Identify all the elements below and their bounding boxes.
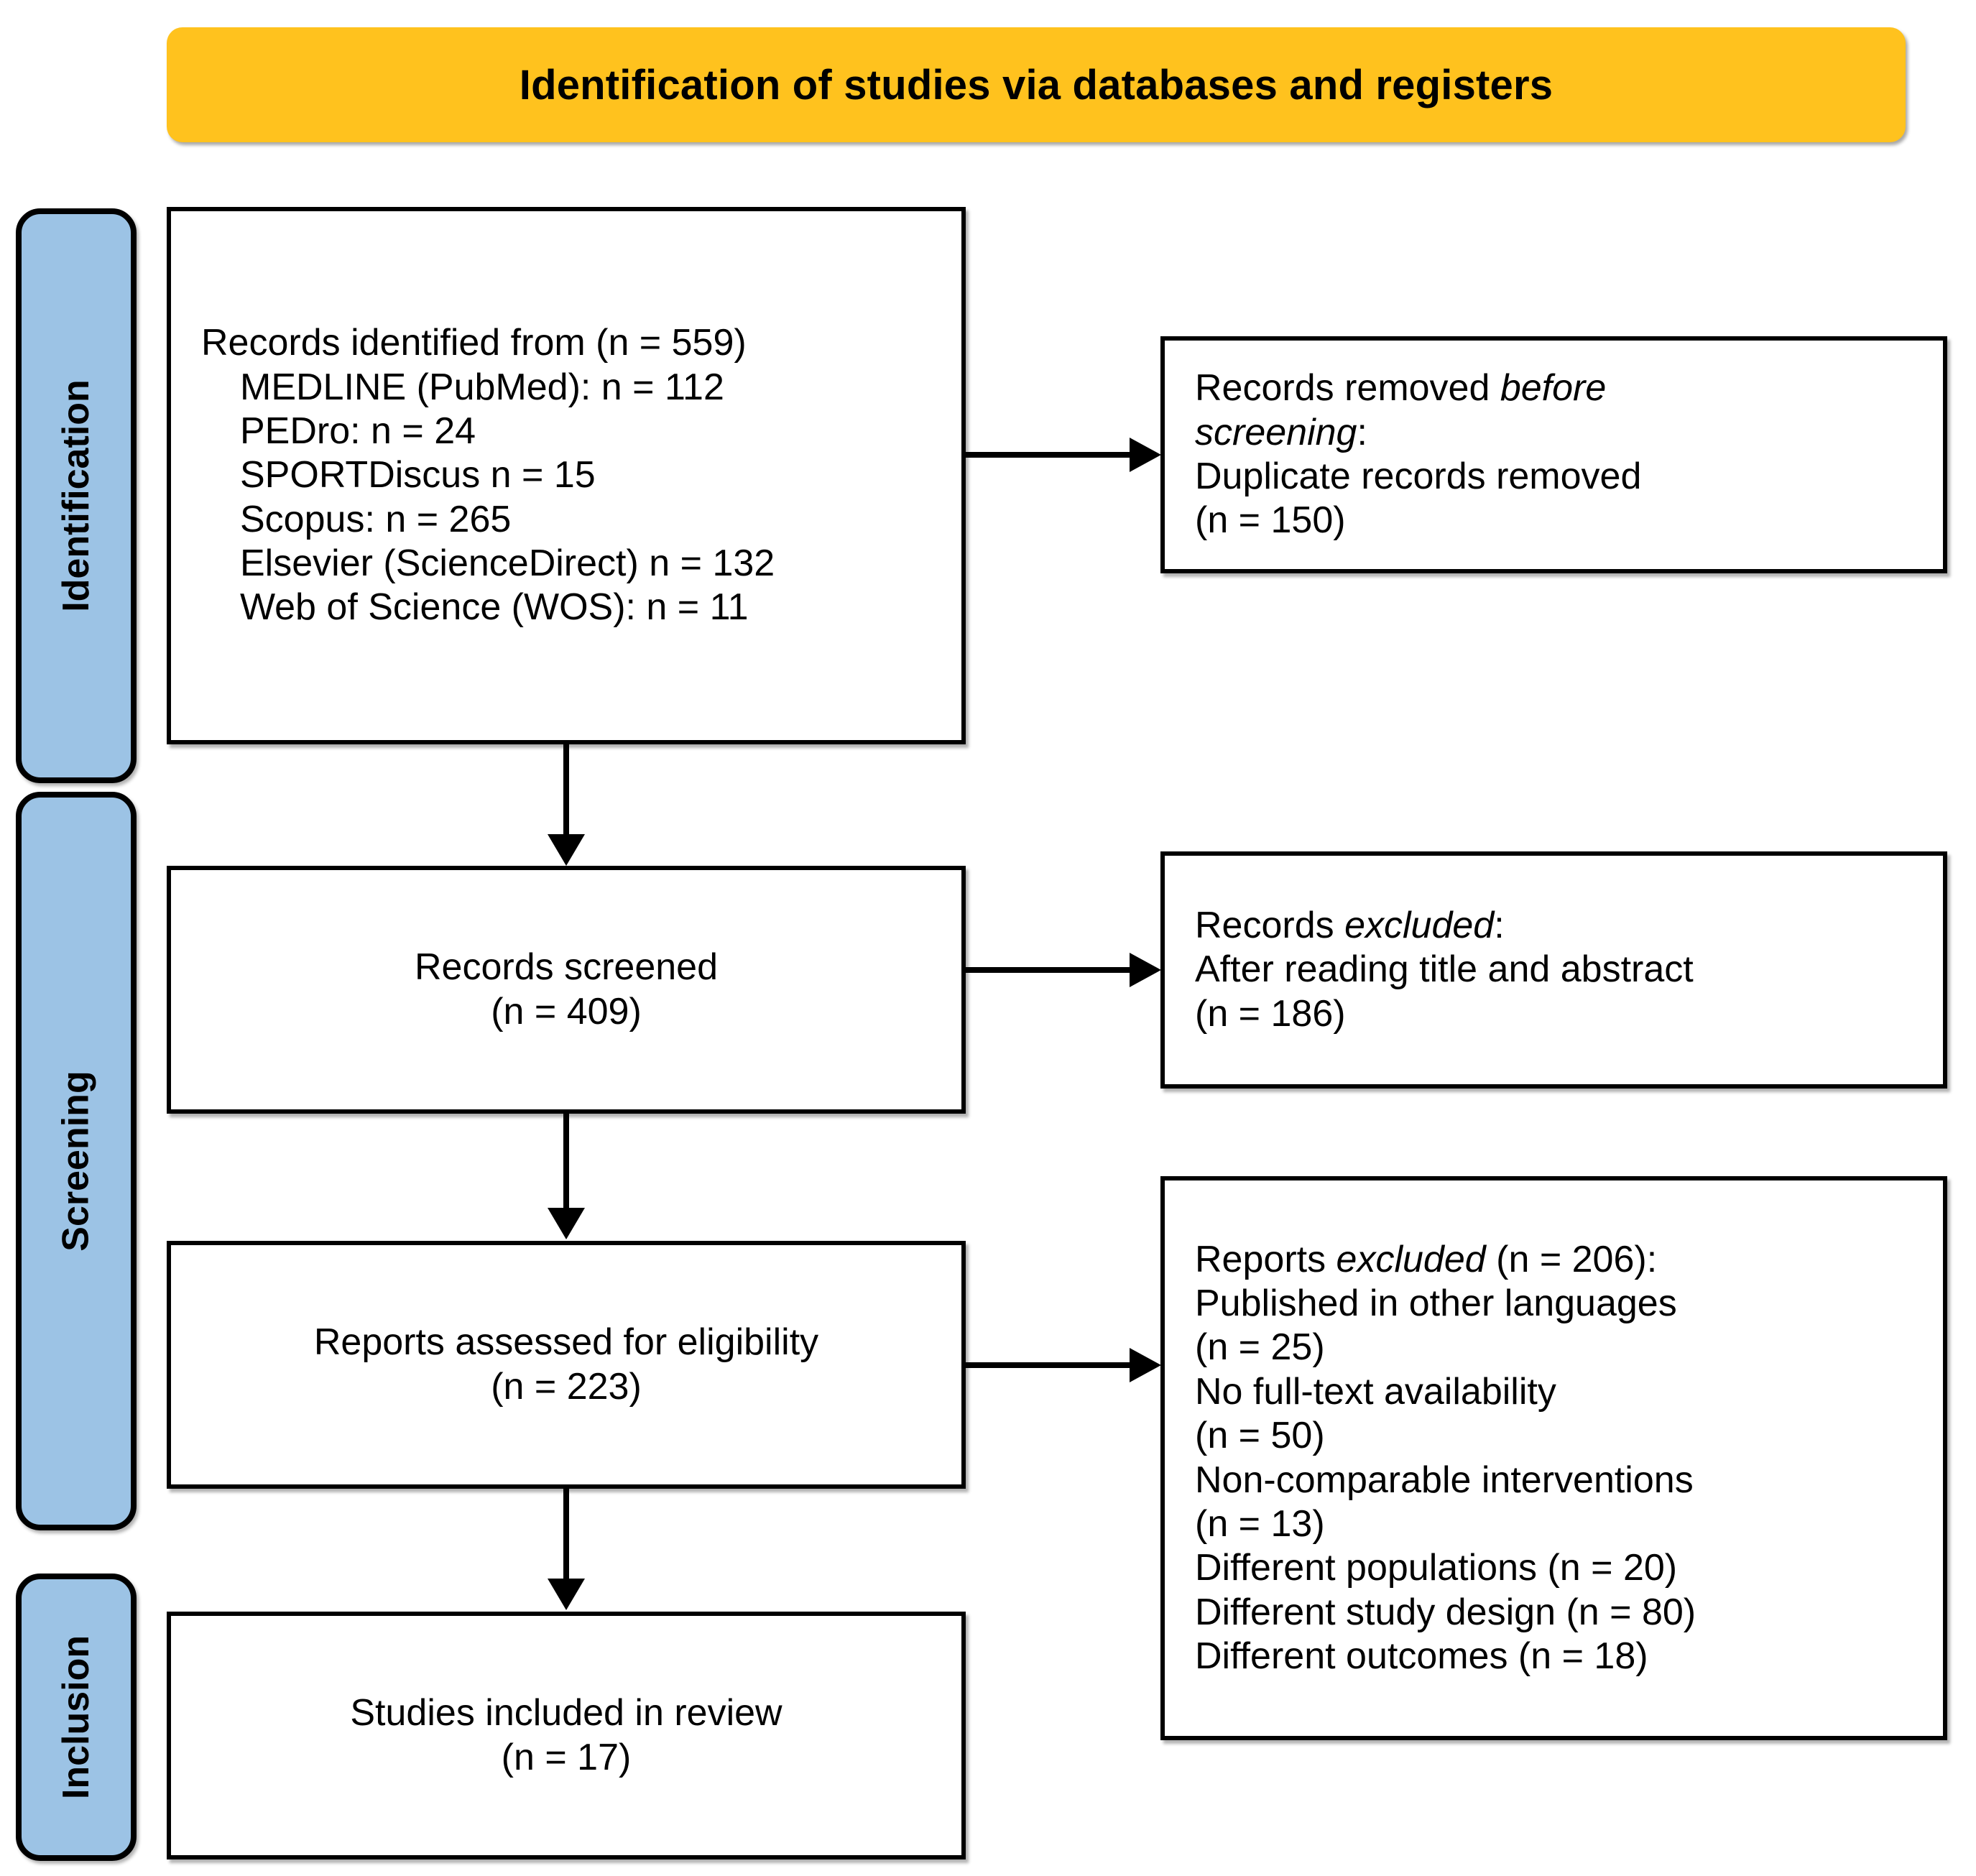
source-sportdiscus: SPORTDiscus n = 15 xyxy=(240,454,596,496)
source-medline: MEDLINE (PubMed): n = 112 xyxy=(240,366,724,408)
stage-label-text: Inclusion xyxy=(55,1635,97,1800)
diagram-header-banner: Identification of studies via databases … xyxy=(167,27,1906,142)
stage-label-inclusion: Inclusion xyxy=(16,1574,137,1861)
reason-study-design: Different study design (n = 80) xyxy=(1195,1591,1696,1633)
connector-eligibility-to-reports-excluded xyxy=(966,1362,1132,1368)
records-screened-label: Records screened xyxy=(415,946,718,989)
records-screened-count: (n = 409) xyxy=(491,990,642,1032)
arrow-right-icon xyxy=(1130,953,1161,987)
arrow-down-icon xyxy=(548,1579,585,1610)
records-identified-heading: Records identified from (n = 559) xyxy=(201,322,747,364)
connector-screened-to-records-excluded xyxy=(966,967,1132,973)
connector-screened-to-eligibility xyxy=(563,1114,569,1209)
arrow-right-icon xyxy=(1130,1348,1161,1382)
records-removed-line1: Records removed before xyxy=(1195,366,1606,410)
box-records-screened: Records screened (n = 409) xyxy=(167,866,966,1114)
records-removed-colon: : xyxy=(1357,411,1367,453)
stage-label-text: Identification xyxy=(55,379,97,612)
records-removed-line2: screening: xyxy=(1195,411,1367,455)
reports-excluded-emphasis: excluded xyxy=(1336,1238,1486,1280)
reason-interventions-count: (n = 13) xyxy=(1195,1502,1325,1545)
records-excluded-colon: : xyxy=(1494,904,1505,946)
records-removed-prefix: Records removed xyxy=(1195,367,1500,410)
records-excluded-reason: After reading title and abstract xyxy=(1195,948,1694,991)
reason-outcomes: Different outcomes (n = 18) xyxy=(1195,1635,1648,1677)
records-removed-emphasis-2: screening xyxy=(1195,411,1357,453)
box-studies-included: Studies included in review (n = 17) xyxy=(167,1612,966,1859)
arrow-down-icon xyxy=(548,834,585,866)
reason-languages-count: (n = 25) xyxy=(1195,1326,1325,1369)
records-removed-emphasis: before xyxy=(1500,367,1607,410)
reason-fulltext: No full-text availability xyxy=(1195,1370,1556,1413)
connector-eligibility-to-included xyxy=(563,1489,569,1581)
connector-identified-to-screened xyxy=(563,744,569,836)
source-elsevier: Elsevier (ScienceDirect) n = 132 xyxy=(240,542,775,585)
reports-excluded-total: (n = 206): xyxy=(1485,1238,1658,1280)
reason-interventions: Non-comparable interventions xyxy=(1195,1459,1694,1501)
duplicate-records-removed-count: (n = 150) xyxy=(1195,499,1346,542)
reason-populations: Different populations (n = 20) xyxy=(1195,1547,1678,1589)
source-wos: Web of Science (WOS): n = 11 xyxy=(240,586,749,629)
stage-label-identification: Identification xyxy=(16,208,137,783)
reports-excluded-line1: Reports excluded (n = 206): xyxy=(1195,1238,1657,1282)
reason-fulltext-count: (n = 50) xyxy=(1195,1415,1325,1457)
reports-excluded-prefix: Reports xyxy=(1195,1238,1336,1280)
box-reports-excluded: Reports excluded (n = 206): Published in… xyxy=(1160,1176,1947,1740)
source-pedro: PEDro: n = 24 xyxy=(240,410,476,452)
page-title: Identification of studies via databases … xyxy=(519,61,1553,108)
records-excluded-line1: Records excluded: xyxy=(1195,904,1505,948)
records-excluded-count: (n = 186) xyxy=(1195,992,1346,1035)
records-excluded-emphasis: excluded xyxy=(1344,904,1495,946)
arrow-down-icon xyxy=(548,1208,585,1239)
records-excluded-prefix: Records xyxy=(1195,904,1345,946)
connector-identified-to-removed xyxy=(966,452,1132,458)
studies-included-label: Studies included in review xyxy=(350,1692,782,1734)
box-records-identified: Records identified from (n = 559) MEDLIN… xyxy=(167,207,966,744)
reports-eligibility-label: Reports assessed for eligibility xyxy=(313,1321,819,1364)
duplicate-records-removed-label: Duplicate records removed xyxy=(1195,456,1642,497)
reason-languages: Published in other languages xyxy=(1195,1283,1677,1325)
box-records-excluded: Records excluded: After reading title an… xyxy=(1160,851,1947,1089)
arrow-right-icon xyxy=(1130,438,1161,472)
box-reports-assessed-eligibility: Reports assessed for eligibility (n = 22… xyxy=(167,1241,966,1489)
stage-label-screening: Screening xyxy=(16,792,137,1530)
box-records-removed-before-screening: Records removed before screening: Duplic… xyxy=(1160,336,1947,573)
source-scopus: Scopus: n = 265 xyxy=(240,498,512,540)
studies-included-count: (n = 17) xyxy=(501,1736,632,1778)
reports-eligibility-count: (n = 223) xyxy=(491,1365,642,1408)
stage-label-text: Screening xyxy=(55,1071,98,1252)
